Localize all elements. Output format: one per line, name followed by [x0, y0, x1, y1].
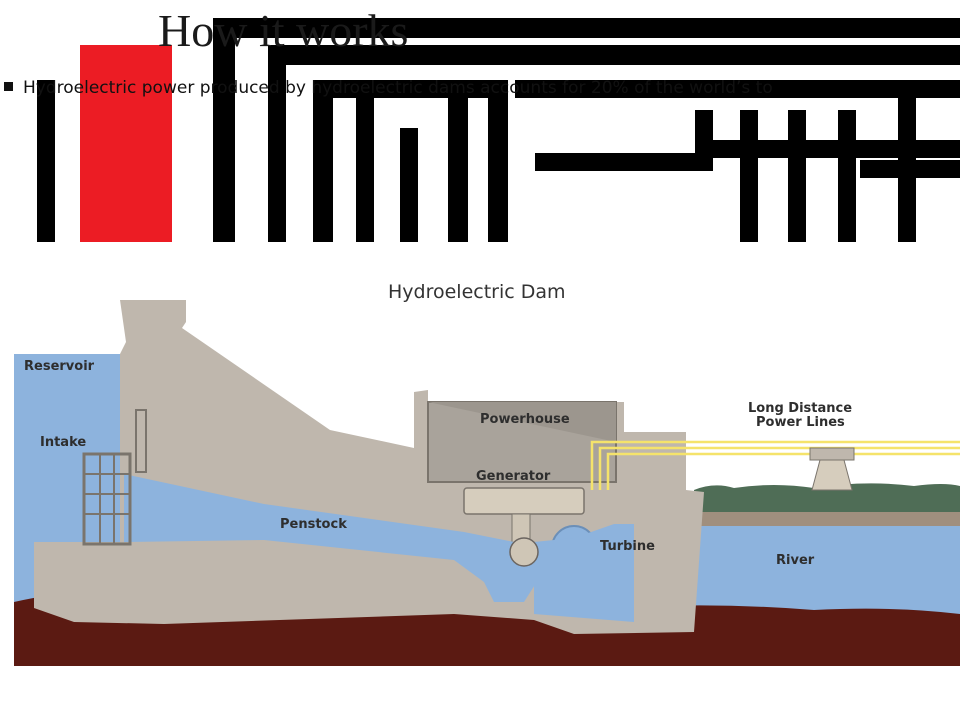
label-reservoir: Reservoir	[24, 359, 95, 374]
label-river: River	[776, 553, 815, 568]
logo-bar-3	[213, 18, 960, 38]
logo-background	[37, 18, 960, 242]
logo-bar-19	[700, 140, 960, 158]
dam-diagram: Hydroelectric Dam Reservoir Intake Penst…	[14, 242, 960, 666]
power-line	[590, 440, 960, 490]
logo-red-block	[80, 45, 172, 242]
turbine-wheel	[509, 537, 539, 567]
riverbank-rocks	[694, 512, 960, 526]
logo-bar-16	[788, 110, 806, 242]
label-penstock: Penstock	[280, 517, 347, 532]
logo-bar-4	[268, 45, 286, 242]
logo-bar-10	[448, 98, 468, 242]
diagram-title: Hydroelectric Dam	[388, 281, 566, 303]
logo-bar-6	[313, 80, 333, 242]
label-generator: Generator	[476, 469, 551, 484]
label-turbine: Turbine	[600, 539, 655, 554]
label-power-lines-2: Power Lines	[756, 415, 845, 430]
label-powerhouse: Powerhouse	[480, 412, 570, 427]
logo-bar-7	[313, 80, 488, 98]
logo-bar-9	[400, 128, 418, 242]
bullet-item: Hydroelectric power produced by hydroele…	[4, 78, 960, 104]
logo-bar-12	[515, 80, 960, 98]
logo-bar-8	[356, 98, 374, 242]
logo-bar-20	[860, 160, 960, 178]
logo-bar-5	[268, 45, 960, 65]
label-power-lines-1: Long Distance	[748, 401, 852, 416]
generator-body	[463, 487, 585, 515]
logo-bar-13	[535, 153, 713, 171]
penstock-pipe	[124, 474, 538, 602]
intake-gate	[135, 409, 147, 473]
transmission-tower	[809, 447, 855, 491]
slide-title: How it works	[158, 5, 409, 56]
logo-bar-15	[740, 110, 758, 242]
label-intake: Intake	[40, 435, 86, 450]
logo-bar-17	[838, 110, 856, 242]
intake-grate	[82, 452, 132, 546]
bullet-square-icon	[4, 82, 13, 91]
logo-bar-left	[37, 80, 55, 242]
logo-bar-2	[213, 18, 235, 242]
bullet-text: Hydroelectric power produced by hydroele…	[23, 78, 773, 98]
powerhouse-slant	[428, 402, 616, 442]
logo-bar-11	[488, 80, 508, 242]
turbine-outflow	[534, 524, 634, 622]
